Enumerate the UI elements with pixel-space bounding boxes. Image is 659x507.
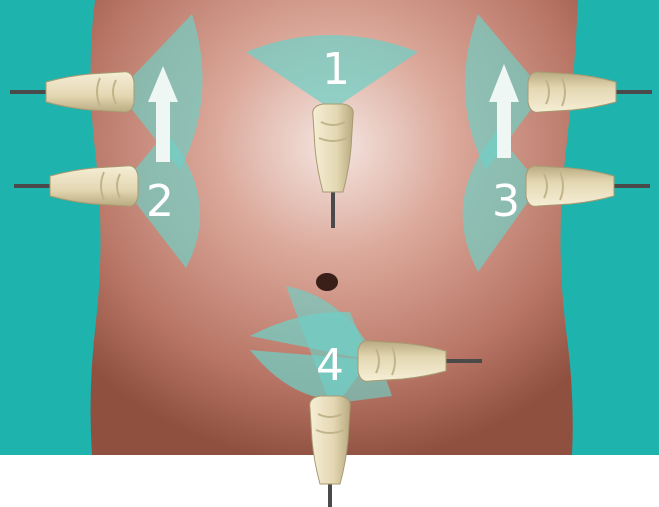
- zone-3-label: 3: [492, 176, 520, 227]
- zone-1-label: 1: [322, 44, 350, 95]
- zone-2-label: 2: [146, 176, 174, 227]
- zone-4-label: 4: [316, 340, 344, 391]
- ultrasound-probe-icon: [310, 396, 351, 507]
- navel-icon: [316, 273, 338, 291]
